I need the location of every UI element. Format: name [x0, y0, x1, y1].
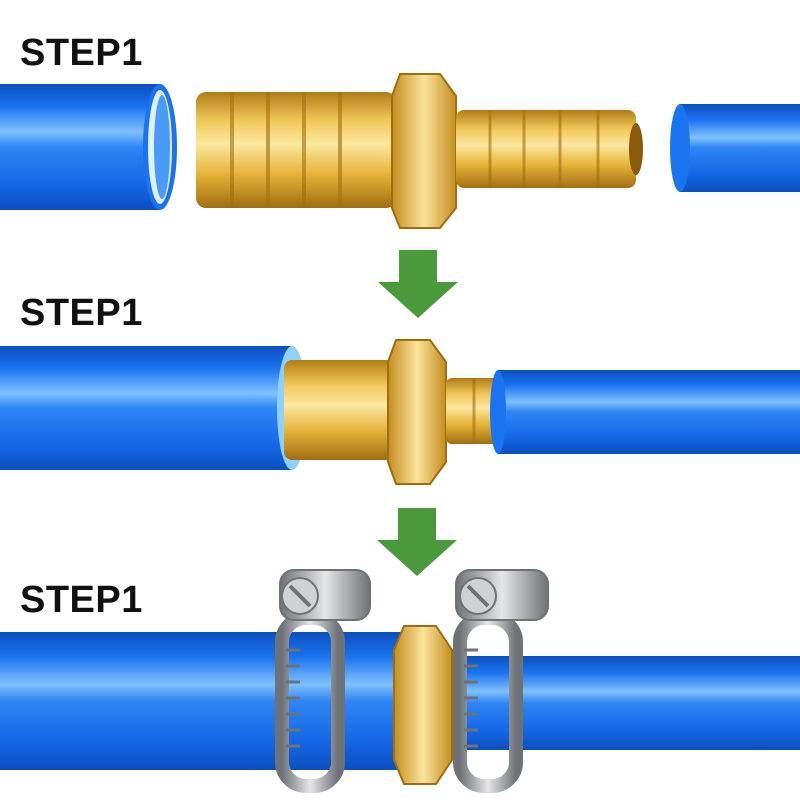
- right-hose: [440, 656, 800, 750]
- left-hose: [0, 346, 307, 470]
- down-arrow-icon: [377, 508, 457, 576]
- left-hose: [0, 632, 406, 770]
- right-hose: [490, 370, 800, 454]
- step-label-1: STEP1: [20, 32, 143, 74]
- left-hose: [0, 84, 177, 210]
- right-hose: [670, 104, 800, 192]
- brass-fitting: [196, 73, 643, 229]
- row-1-separated-parts: [0, 73, 800, 229]
- brass-fitting: [284, 339, 510, 485]
- step-label-3: STEP1: [20, 579, 143, 621]
- brass-hex-nut: [393, 625, 453, 785]
- step-label-2: STEP1: [20, 292, 143, 334]
- down-arrow-icon: [378, 250, 458, 318]
- row-3-clamped-assembly: [0, 569, 800, 793]
- hose-clamp-right: [453, 569, 549, 793]
- row-2-assembled-parts: [0, 339, 800, 485]
- hose-clamp-left: [275, 569, 371, 793]
